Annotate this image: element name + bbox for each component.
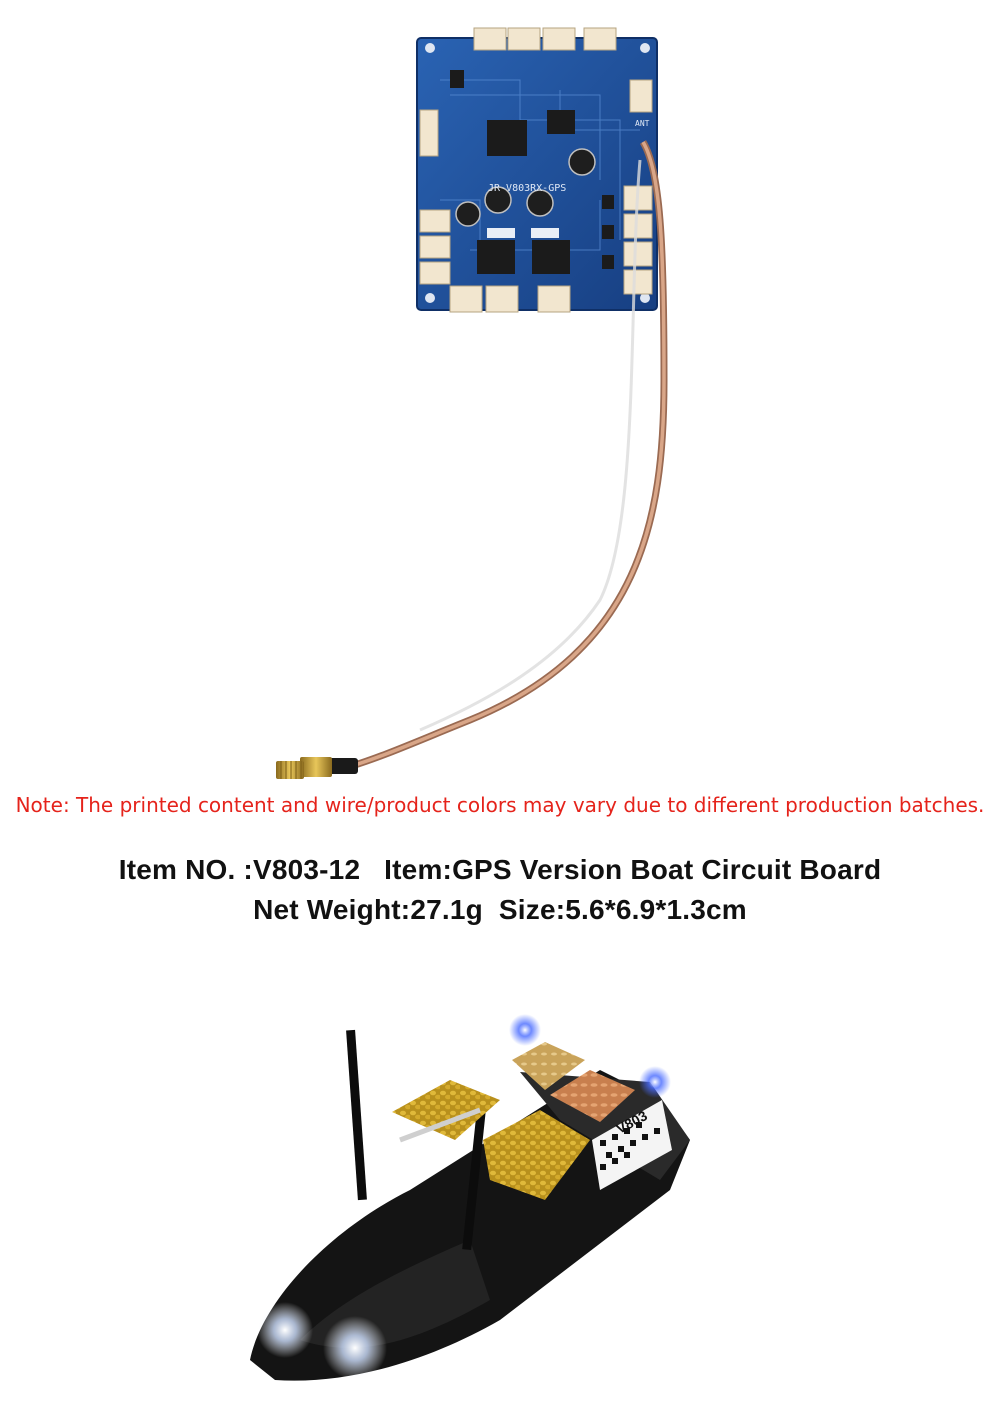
spec-line-weight-size: Net Weight:27.1g Size:5.6*6.9*1.3cm [0, 894, 1000, 926]
weight-value: 27.1g [410, 894, 483, 925]
pcb-model-text: JR-V803RX-GPS [488, 183, 566, 194]
pcb-board: JR-V803RX-GPS ANT [416, 27, 658, 313]
carry-handle [399, 1107, 481, 1143]
headlight-left [257, 1302, 313, 1358]
indicator-light-side [639, 1066, 671, 1098]
antenna-cable [344, 140, 668, 772]
item-value: GPS Version Boat Circuit Board [452, 854, 882, 885]
sma-connector [276, 757, 358, 779]
color-variation-note: Note: The printed content and wire/produ… [15, 793, 985, 817]
item-no-label: Item NO. : [118, 854, 253, 885]
size-value: 5.6*6.9*1.3cm [565, 894, 747, 925]
circuit-board-photo: JR-V803RX-GPS ANT [276, 27, 668, 779]
spec-gap [483, 894, 499, 925]
bait-hoppers [392, 1042, 635, 1200]
size-label: Size: [498, 894, 566, 925]
antenna-left [346, 1029, 367, 1201]
spec-gap [360, 854, 384, 885]
indicator-light-rear [509, 1014, 541, 1046]
pcb-ant-text: ANT [635, 119, 650, 128]
weight-label: Net Weight: [253, 894, 411, 925]
bait-boat-photo: V803 [0, 1000, 1000, 1396]
antenna-right [462, 1099, 487, 1251]
headlight-right [323, 1316, 387, 1380]
item-label: Item: [384, 854, 453, 885]
item-no-value: V803-12 [252, 854, 361, 885]
side-panel: V803 [592, 1100, 672, 1190]
spec-line-item: Item NO. :V803-12 Item:GPS Version Boat … [0, 854, 1000, 886]
